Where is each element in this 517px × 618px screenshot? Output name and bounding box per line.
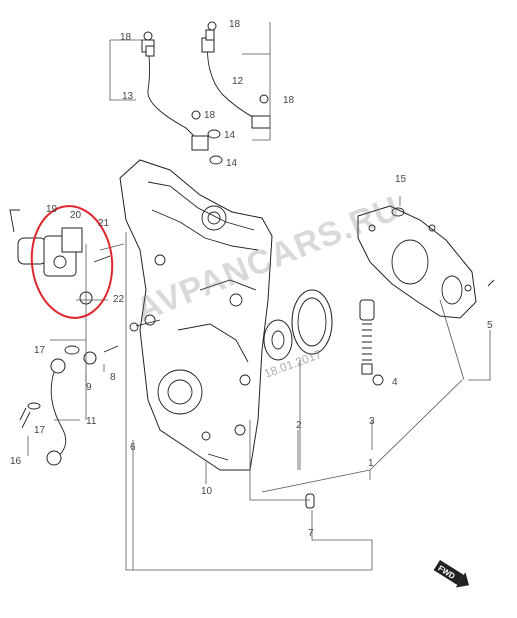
- label-13: 13: [122, 91, 134, 102]
- oil-pump-rotor-set: [263, 289, 333, 361]
- studs-and-bolts: [19, 21, 495, 509]
- oil-pipe-lower: [46, 358, 67, 466]
- label-21: 21: [98, 218, 110, 229]
- oil-control-valve-highlight: [30, 205, 114, 319]
- label-19: 19: [46, 204, 58, 215]
- label-7: 7: [308, 528, 314, 539]
- label-9: 9: [86, 382, 92, 393]
- label-18-c: 18: [283, 95, 295, 106]
- oil-pump-case: [357, 205, 477, 319]
- label-14-lower: 14: [226, 158, 238, 169]
- label-3: 3: [369, 416, 375, 427]
- label-17-lower: 17: [34, 425, 46, 436]
- label-18-d: 18: [204, 110, 216, 121]
- label-4: 4: [392, 377, 398, 388]
- label-12: 12: [232, 76, 244, 87]
- label-18-a: 18: [120, 32, 132, 43]
- fwd-direction-badge: FWD: [433, 560, 470, 588]
- part-labels: 1 2 3 4 5 6 7 8 9 10 11 12 13 14 14 15 1…: [10, 19, 493, 539]
- label-15: 15: [395, 174, 407, 185]
- relief-valve: [359, 299, 384, 386]
- label-1: 1: [368, 458, 374, 469]
- timing-chain-cover: [119, 159, 273, 471]
- label-6: 6: [130, 442, 136, 453]
- label-18-b: 18: [229, 19, 241, 30]
- leader-lines: [27, 22, 491, 571]
- label-16: 16: [10, 456, 22, 467]
- oil-pipes: [141, 29, 271, 151]
- label-5: 5: [487, 320, 493, 331]
- label-8: 8: [110, 372, 116, 383]
- label-11: 11: [86, 416, 97, 427]
- oil-control-valve: [9, 209, 83, 277]
- label-14-upper: 14: [224, 130, 236, 141]
- label-2: 2: [296, 420, 302, 431]
- label-17-upper: 17: [34, 345, 46, 356]
- label-22: 22: [113, 294, 125, 305]
- label-20: 20: [70, 210, 82, 221]
- label-10: 10: [201, 486, 213, 497]
